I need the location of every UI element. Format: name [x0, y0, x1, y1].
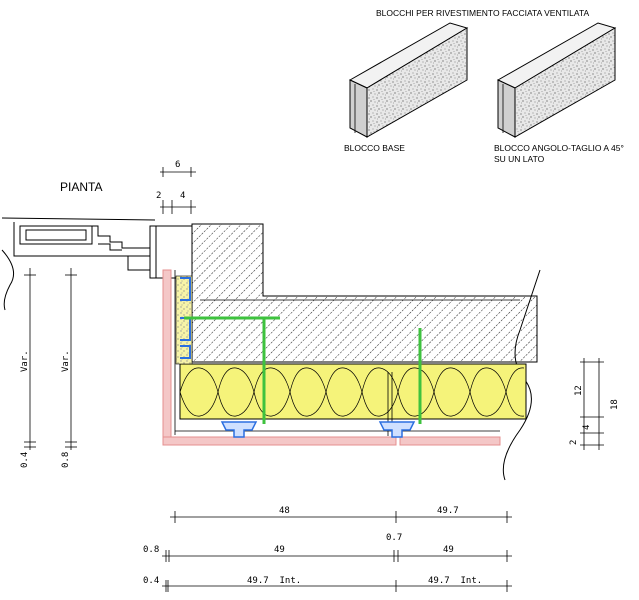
vertical-offset-1: 0.4 — [20, 452, 30, 468]
dim-top-left: 2 — [156, 191, 161, 201]
block-base-illustration — [348, 22, 469, 138]
dim-row3-left: 49.7 Int. — [247, 576, 301, 586]
plan-title: PIANTA — [60, 180, 102, 194]
dim-row2-right: 49 — [443, 545, 454, 555]
corner-fill — [175, 275, 193, 365]
cladding-panels — [162, 269, 501, 446]
dim-row3-offset: 0.4 — [143, 576, 159, 586]
anchors — [184, 316, 422, 424]
right-dim-4: 4 — [582, 425, 592, 430]
vertical-offset-2: 0.8 — [61, 452, 71, 468]
right-dim-12: 12 — [574, 385, 584, 396]
block-base-label: BLOCCO BASE — [344, 143, 405, 153]
dim-row2-offset: 0.8 — [143, 545, 159, 555]
dim-row1-mid-note: 0.7 — [386, 533, 402, 543]
right-dimension-lines — [580, 358, 604, 450]
block-corner-illustration — [496, 22, 617, 138]
support-brackets — [220, 421, 416, 438]
dim-row1-right: 49.7 — [437, 506, 459, 516]
dim-top-right: 4 — [180, 191, 185, 201]
dim-row2-left: 49 — [274, 545, 285, 555]
header-title: BLOCCHI PER RIVESTIMENTO FACCIATA VENTIL… — [376, 8, 589, 18]
dim-row1-left: 48 — [279, 506, 290, 516]
concrete-structure — [191, 223, 538, 363]
right-dim-2: 2 — [569, 440, 579, 445]
block-corner-label-line1: BLOCCO ANGOLO-TAGLIO A 45° — [494, 143, 624, 153]
vertical-dim-2: Var. — [61, 350, 71, 372]
vertical-dimension-lines — [24, 268, 77, 450]
block-corner-label-line2: SU UN LATO — [494, 154, 545, 164]
plan-top-dimensions — [160, 167, 196, 214]
right-dim-18: 18 — [610, 399, 620, 410]
insulation-layer — [179, 363, 527, 420]
wall-left-section — [1, 217, 193, 311]
bottom-dimension-lines — [162, 511, 512, 592]
dim-top-total: 6 — [175, 160, 180, 170]
vertical-dim-1: Var. — [20, 350, 30, 372]
dim-row3-right: 49.7 Int. — [428, 576, 482, 586]
